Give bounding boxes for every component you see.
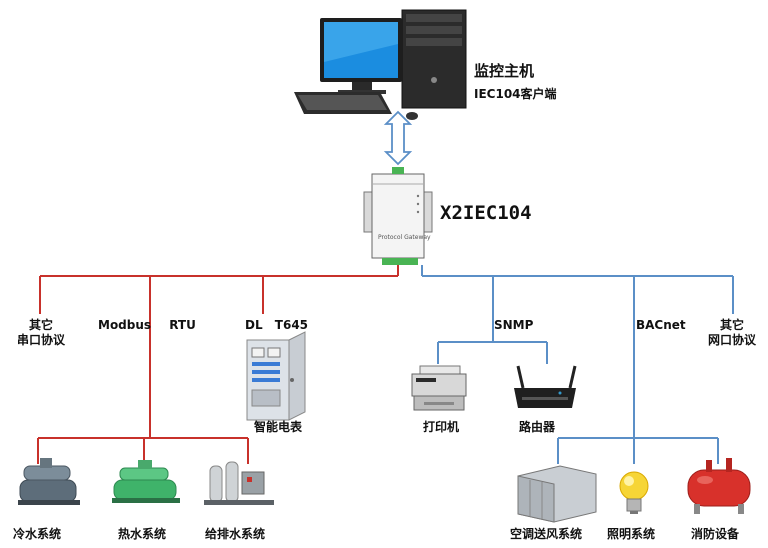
host-subtitle: IEC104客户端 [474,87,557,101]
gateway-panel-brand: Protocol Gateway [378,234,431,241]
host-title: 监控主机 [474,62,535,80]
gateway-name: X2IEC104 [440,202,532,224]
router-icon [514,365,577,408]
chiller-icon [18,458,80,505]
printer-icon [411,365,467,411]
label-heater: 热水系统 [118,527,167,541]
label-fire: 消防设备 [691,527,740,541]
label-smart-meter: 智能电表 [254,420,303,434]
label-pump: 给排水系统 [205,527,266,541]
serial-bus-lines [37,265,399,464]
label-modbus-rtu: Modbus RTU [98,318,196,332]
label-router: 路由器 [519,420,556,434]
label-printer: 打印机 [423,420,460,434]
link-arrow-icon [383,110,413,166]
label-snmp: SNMP [494,318,534,332]
label-net-other: 其它 网口协议 [707,318,756,347]
label-lighting: 照明系统 [607,527,656,541]
meter-cabinet-icon [246,331,306,421]
label-hvac: 空调送风系统 [510,527,583,541]
label-chiller: 冷水系统 [13,527,62,541]
label-dlt645: DL T645 [245,318,309,332]
monitoring-computer-icon [294,9,467,120]
label-bacnet: BACnet [636,318,686,332]
gateway-device-icon [363,167,433,265]
network-bus-lines [421,265,734,464]
pump-station-icon [204,461,274,505]
fire-equipment-icon [687,458,751,514]
light-bulb-icon [619,471,649,514]
label-serial-other: 其它 串口协议 [16,318,65,347]
heater-icon [112,460,180,503]
hvac-unit-icon [517,465,597,523]
